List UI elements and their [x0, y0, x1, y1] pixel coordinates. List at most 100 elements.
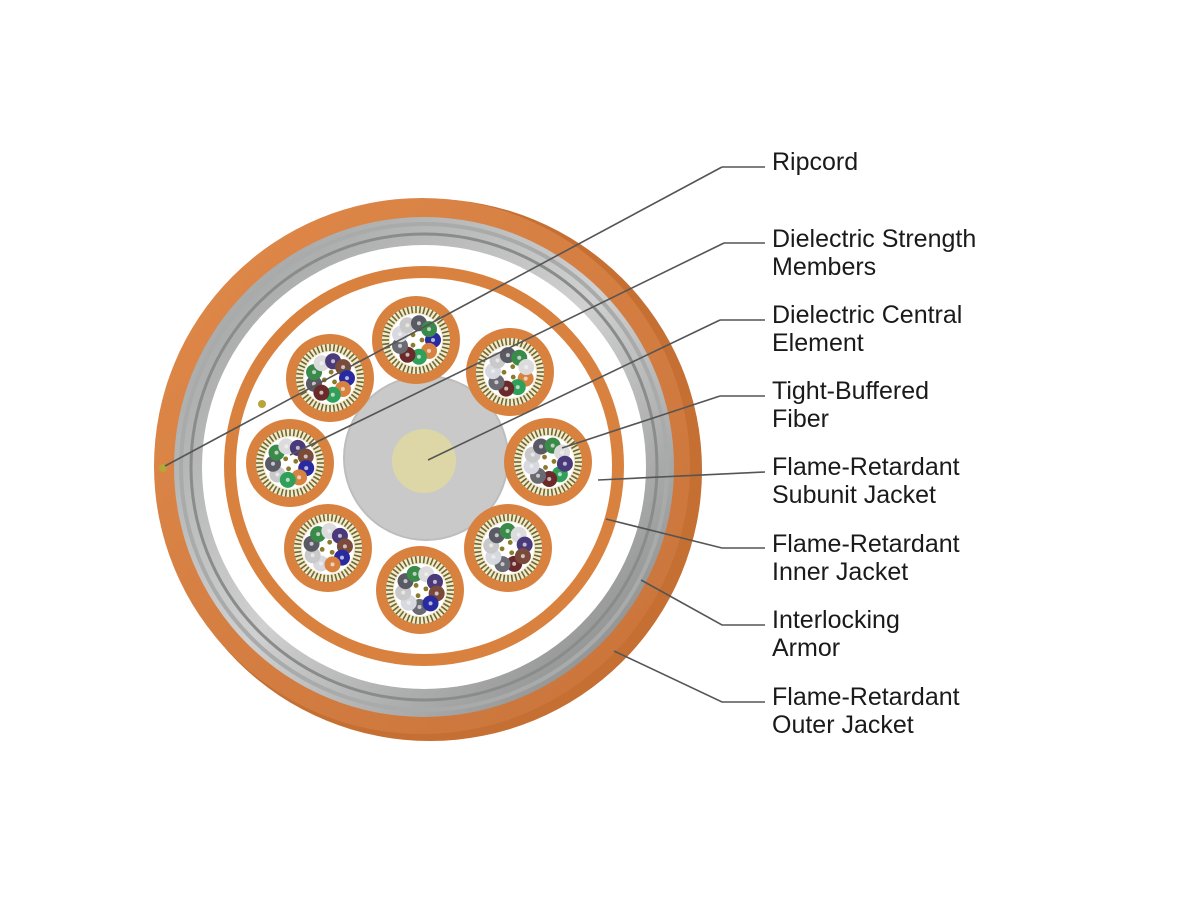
strength-member-strand: [516, 397, 520, 406]
strength-member-strand: [480, 384, 488, 390]
strength-member-strand: [308, 481, 315, 488]
strength-member-strand: [406, 558, 411, 566]
subunit: [466, 328, 554, 416]
subunit-center-strand: [543, 465, 548, 470]
strength-member-strand: [305, 353, 312, 360]
strength-member-strand: [355, 384, 364, 388]
strength-member-strand: [394, 312, 401, 320]
strength-member-strand: [428, 362, 434, 370]
fiber-core: [416, 321, 421, 326]
fiber-core: [312, 370, 317, 375]
fiber-core: [494, 380, 499, 385]
strength-member-strand: [532, 557, 540, 562]
subunit: [504, 418, 592, 506]
strength-member-strand: [386, 584, 394, 588]
strength-member-strand: [526, 523, 533, 530]
fiber-core: [330, 392, 335, 397]
strength-member-strand: [512, 398, 516, 406]
subunit-center-strand: [332, 379, 337, 385]
subunit-center-strand: [419, 337, 425, 343]
strength-member-strand: [440, 568, 448, 575]
strength-member-strand: [532, 534, 540, 539]
strength-member-strand: [530, 350, 538, 357]
subunit-center-strand: [510, 364, 516, 370]
strength-member-strand: [324, 404, 328, 412]
fiber-core: [434, 591, 439, 596]
strength-member-strand: [442, 602, 450, 608]
strength-member-strand: [296, 380, 304, 384]
strength-member-strand: [298, 387, 306, 392]
strength-member-strand: [502, 574, 506, 582]
strength-member-strand: [258, 472, 266, 477]
strength-member-strand: [268, 483, 275, 491]
strength-member-strand: [356, 372, 364, 376]
strength-member-strand: [518, 444, 526, 450]
strength-member-strand: [315, 469, 324, 473]
strength-member-strand: [568, 477, 576, 484]
strength-member-strand: [436, 318, 444, 325]
strength-member-strand: [332, 344, 336, 352]
fiber-core: [557, 472, 562, 477]
subunit-center-strand: [507, 540, 513, 545]
strength-member-strand: [354, 364, 362, 369]
strength-member-strand: [476, 374, 484, 378]
fiber-core: [398, 332, 403, 337]
callout-outer-line1: Flame-Retardant: [772, 683, 960, 711]
strength-member-strand: [428, 310, 434, 318]
strength-member-strand: [530, 387, 538, 394]
strength-member-strand: [534, 550, 542, 554]
strength-member-strand: [308, 350, 315, 358]
strength-member-strand: [528, 390, 535, 397]
strength-member-strand: [296, 488, 300, 497]
strength-member-strand: [268, 435, 275, 443]
subunit-center-strand: [293, 458, 299, 464]
fiber-core: [340, 387, 345, 392]
fiber-core: [417, 604, 422, 609]
strength-member-strand: [517, 516, 522, 524]
fiber-core: [330, 562, 335, 567]
fiber-core: [424, 572, 429, 577]
subunit: [376, 546, 464, 634]
strength-member-strand: [260, 445, 268, 451]
subunit-center-strand: [410, 342, 416, 348]
strength-member-strand: [410, 366, 414, 374]
strength-member-strand: [410, 615, 414, 624]
strength-member-strand: [318, 514, 322, 523]
strength-member-strand: [314, 472, 322, 477]
fiber-core: [530, 452, 535, 457]
strength-member-strand: [316, 465, 324, 469]
leader-armor: [640, 579, 765, 626]
strength-member-strand: [284, 489, 288, 497]
strength-member-strand: [429, 558, 434, 566]
callout-dielectric-central-element: Dielectric Central Element: [772, 301, 962, 357]
strength-member-strand: [528, 563, 536, 570]
strength-member-strand: [532, 354, 540, 360]
strength-member-strand: [386, 352, 394, 358]
callout-armor-line2: Armor: [772, 634, 841, 662]
strength-member-strand: [483, 523, 490, 530]
subunit-center-strand: [413, 583, 419, 588]
fiber-core: [344, 376, 349, 381]
strength-member-strand: [526, 434, 533, 442]
strength-member-strand: [292, 489, 296, 497]
strength-member-strand: [302, 485, 308, 493]
subunit-center-strand: [510, 374, 516, 380]
strength-member-strand: [256, 453, 265, 457]
strength-member-strand: [574, 464, 582, 468]
strength-member-strand: [298, 364, 306, 369]
strength-member-strand: [302, 393, 310, 400]
strength-member-strand: [573, 452, 582, 456]
strength-member-strand: [476, 534, 484, 539]
fiber-core: [342, 544, 347, 549]
strength-member-strand: [256, 469, 265, 473]
strength-member-strand: [305, 435, 312, 443]
strength-member-strand: [312, 445, 320, 451]
strength-member-strand: [334, 514, 338, 523]
strength-member-strand: [536, 366, 544, 370]
strength-member-strand: [485, 347, 492, 354]
strength-member-strand: [402, 364, 407, 372]
strength-member-strand: [272, 433, 278, 441]
strength-member-strand: [280, 429, 284, 438]
strength-member-strand: [572, 471, 580, 476]
strength-member-strand: [442, 342, 450, 346]
